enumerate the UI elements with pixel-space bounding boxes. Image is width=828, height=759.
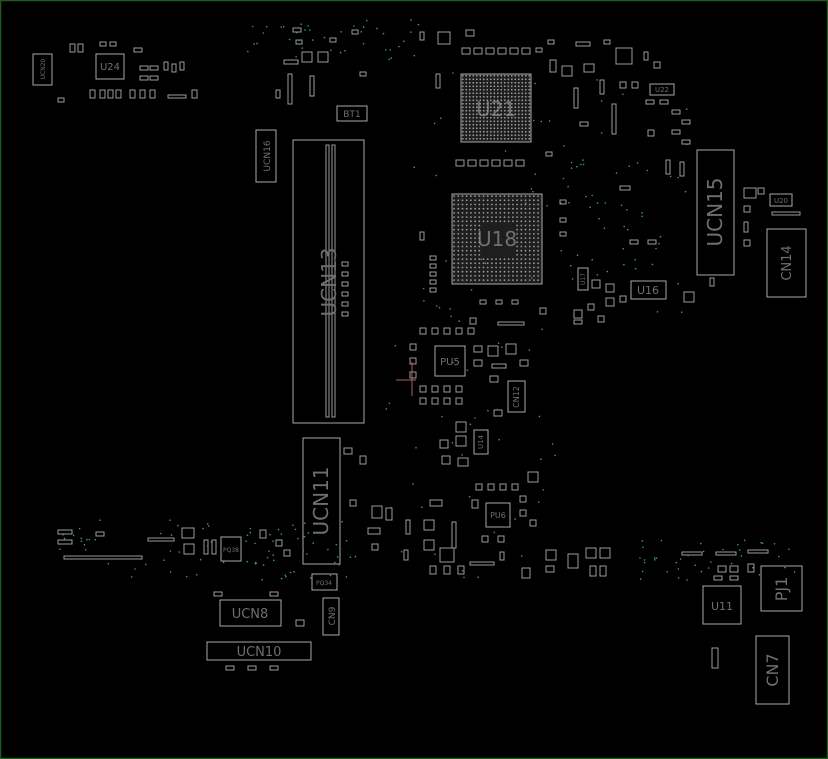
u21-passives: [419, 29, 591, 167]
component-pu6[interactable]: PU6: [485, 502, 511, 528]
u16-passives: [573, 279, 627, 325]
component-cn7[interactable]: CN7: [755, 635, 790, 705]
component-u17[interactable]: U17: [577, 267, 589, 291]
component-u21[interactable]: U21: [460, 73, 532, 143]
component-ucn20[interactable]: UCN20: [32, 53, 53, 86]
component-label-cn14: CN14: [780, 245, 795, 280]
component-u20[interactable]: U20: [769, 193, 793, 207]
component-label-u16: U16: [637, 284, 659, 297]
component-u24[interactable]: U24: [95, 53, 125, 80]
component-label-pu6: PU6: [490, 511, 506, 520]
component-label-cn7: CN7: [763, 653, 782, 686]
right-passives: [665, 159, 801, 303]
bga-ball-grid: [461, 74, 531, 140]
component-label-u22: U22: [655, 86, 669, 94]
pu5-passives: [396, 327, 529, 417]
component-ucn15[interactable]: UCN15: [696, 149, 735, 276]
component-u22[interactable]: U22: [649, 83, 675, 96]
component-label-u21: U21: [476, 97, 516, 121]
u11-passives: [681, 549, 769, 669]
component-label-ucn16: UCN16: [263, 140, 273, 171]
component-label-cn9: CN9: [328, 606, 338, 625]
u14-passives: [343, 421, 469, 467]
component-label-ucn20: UCN20: [40, 58, 47, 79]
bga-ball-grid: [453, 195, 539, 281]
component-label-pq34: PQ34: [316, 580, 332, 587]
component-ucn16[interactable]: UCN16: [255, 129, 277, 183]
component-label-u11: U11: [711, 600, 733, 613]
top-right-passives: [583, 39, 691, 145]
component-label-ucn11: UCN11: [309, 466, 333, 535]
component-label-u20: U20: [774, 197, 788, 205]
component-label-pu5: PU5: [440, 357, 460, 368]
component-label-pj1: PJ1: [772, 577, 791, 602]
component-ucn8[interactable]: UCN8: [219, 599, 282, 627]
component-u18[interactable]: U18: [451, 193, 543, 285]
u24-passives: [57, 41, 198, 103]
component-ucn10[interactable]: UCN10: [206, 641, 312, 661]
component-cn9[interactable]: CN9: [322, 597, 340, 636]
component-u11[interactable]: U11: [702, 585, 742, 625]
component-label-u18: U18: [477, 227, 517, 251]
component-label-ucn8: UCN8: [232, 607, 269, 622]
component-pq34[interactable]: PQ34: [311, 573, 338, 591]
component-label-cn12: CN12: [512, 386, 521, 408]
component-ucn11[interactable]: UCN11: [302, 437, 341, 565]
component-cn12[interactable]: CN12: [507, 380, 526, 413]
component-pj1[interactable]: PJ1: [760, 565, 803, 612]
component-u14[interactable]: U14: [473, 429, 489, 455]
ucn8-passives: [213, 591, 305, 671]
component-bt1[interactable]: BT1: [336, 105, 368, 122]
component-label-ucn13: UCN13: [317, 247, 341, 316]
component-label-u17: U17: [580, 273, 587, 285]
component-u16[interactable]: U16: [630, 280, 667, 300]
component-label-u24: U24: [100, 62, 120, 73]
component-label-bt1: BT1: [343, 110, 360, 120]
component-label-pq38: PQ38: [223, 547, 239, 554]
component-cn14[interactable]: CN14: [766, 228, 807, 298]
component-label-u14: U14: [477, 434, 485, 449]
u18-passives: [419, 185, 657, 326]
component-pu5[interactable]: PU5: [434, 345, 466, 377]
test-point-vias: [59, 19, 796, 581]
component-label-ucn10: UCN10: [237, 645, 282, 660]
left-bottom-passives: [57, 527, 291, 560]
component-pq38[interactable]: PQ38: [220, 536, 242, 562]
component-label-ucn15: UCN15: [703, 177, 727, 246]
component-ucn13[interactable]: UCN13: [292, 139, 365, 424]
pu6-passives: [349, 471, 611, 579]
